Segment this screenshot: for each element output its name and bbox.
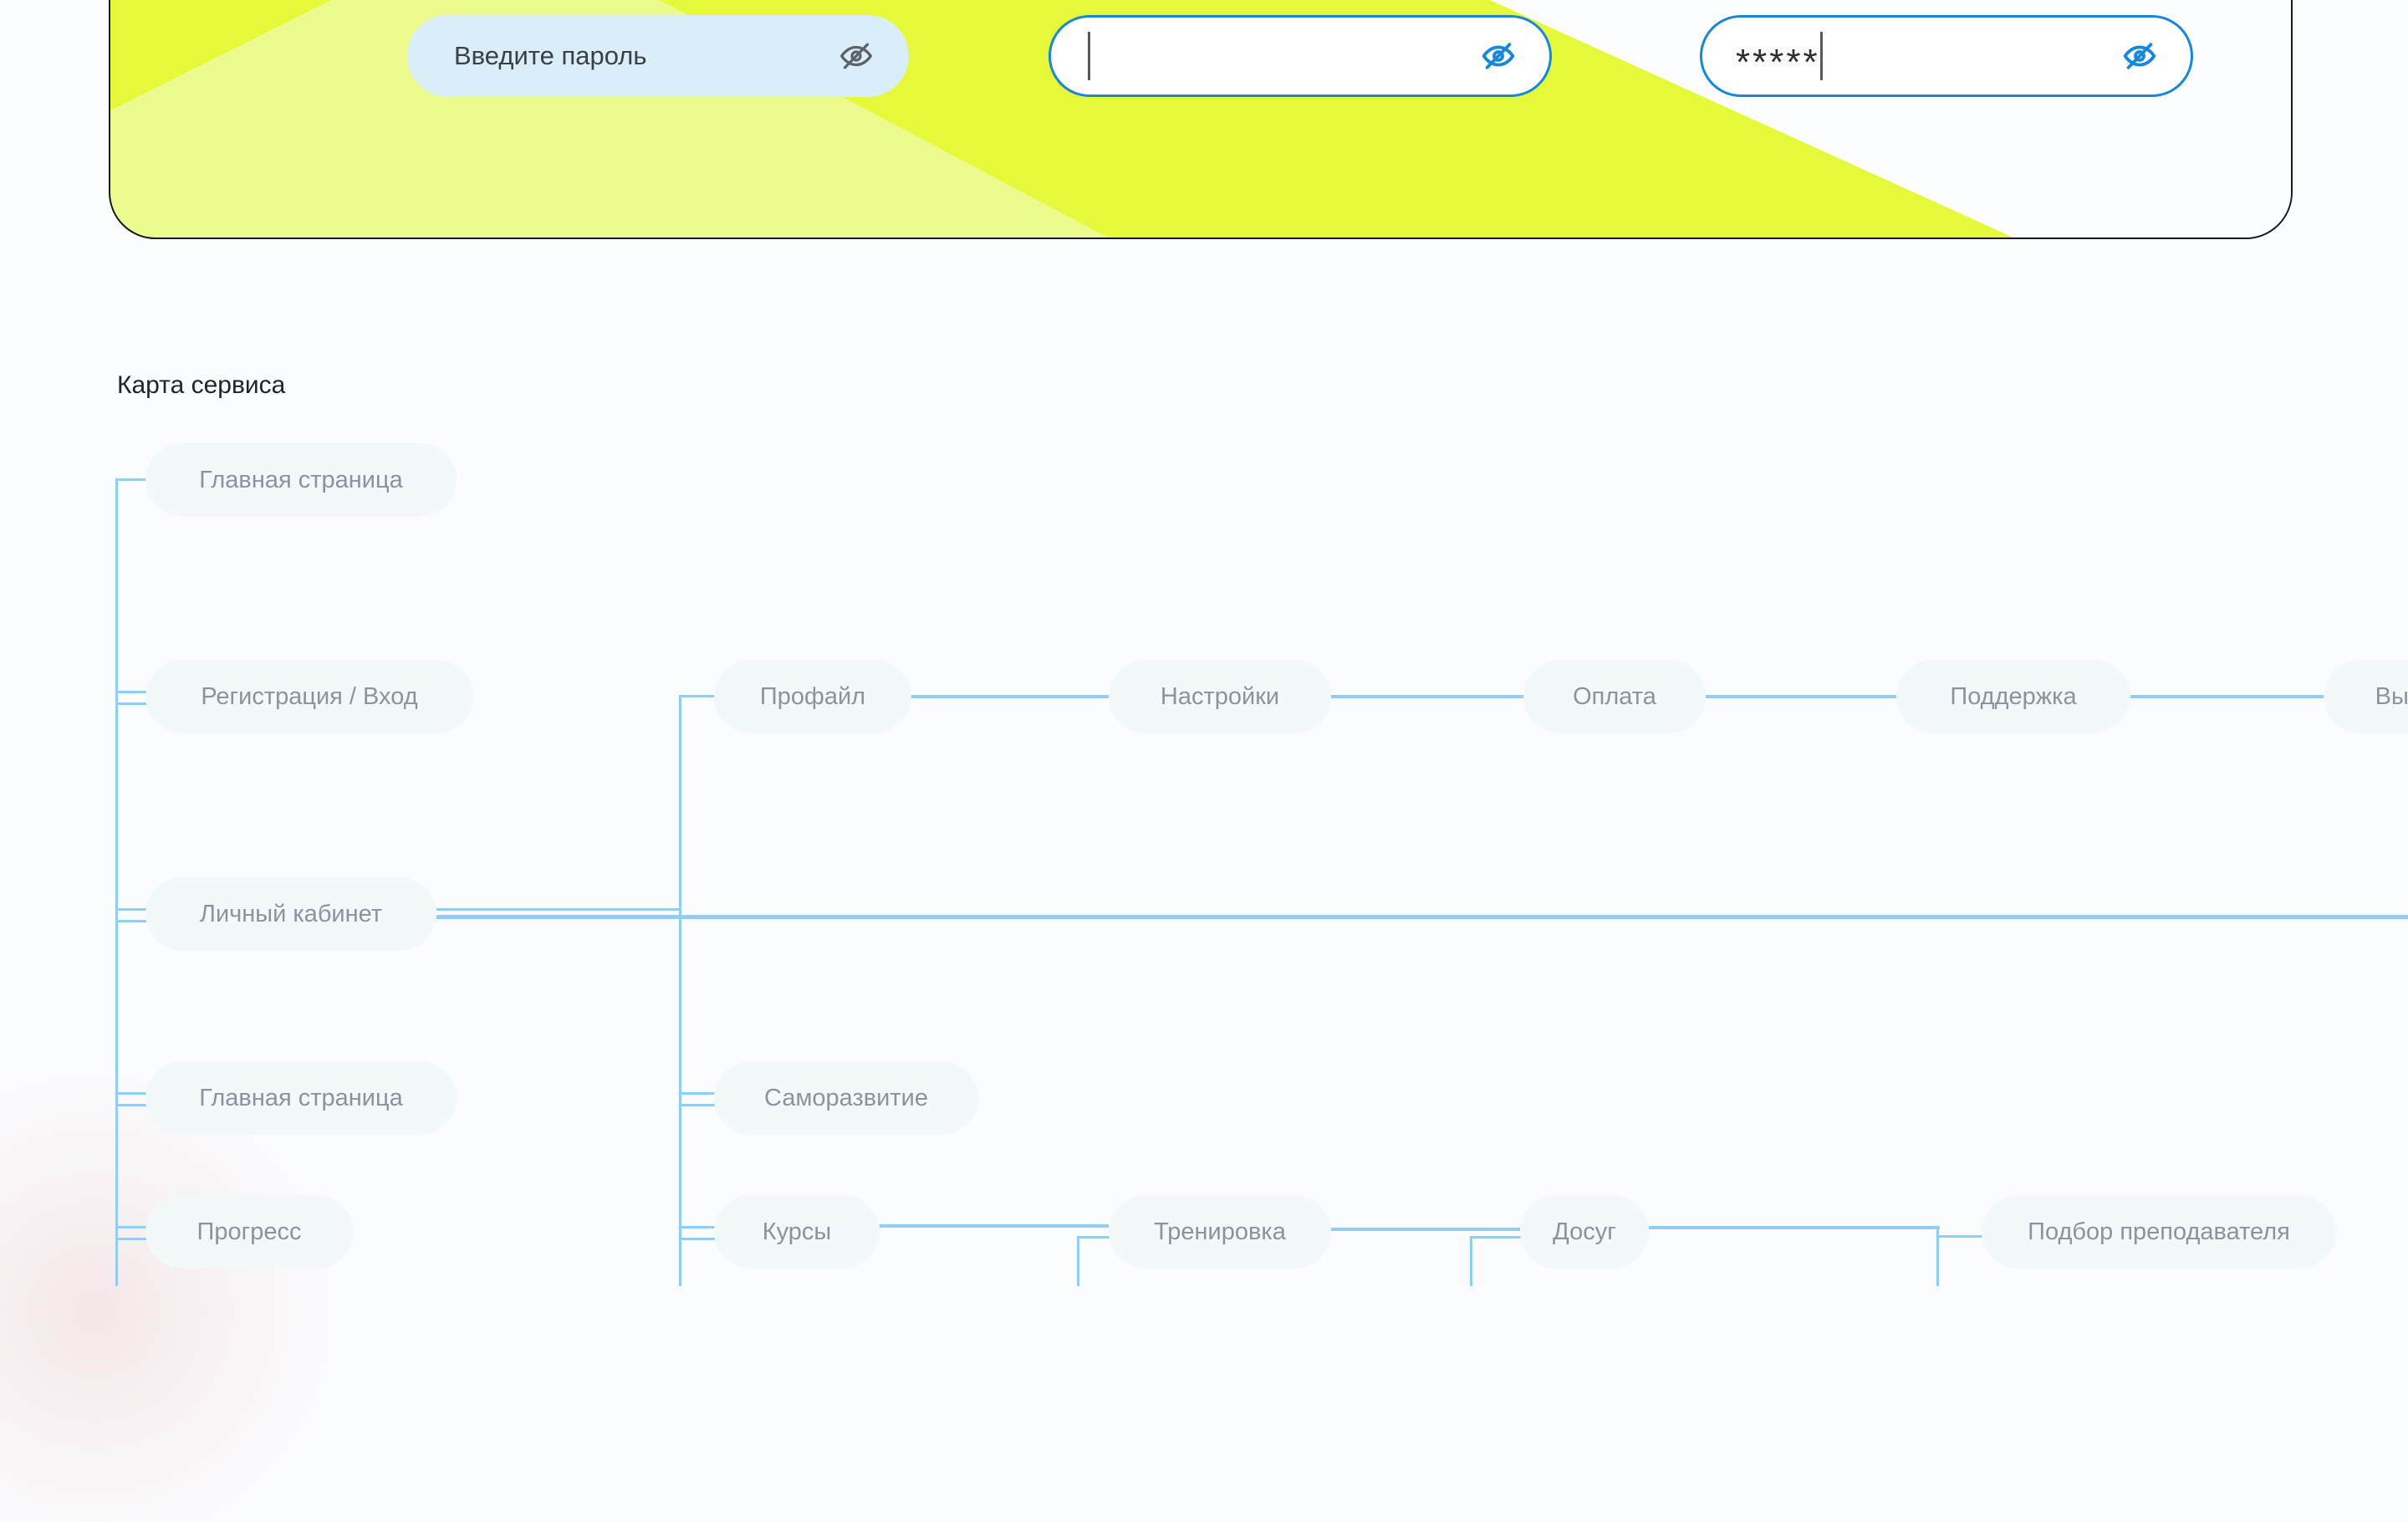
text-cursor: [1088, 32, 1090, 80]
connector-line-h: [115, 920, 149, 922]
password-masked-value: *****: [1736, 42, 1820, 83]
sitemap-node-label: Курсы: [762, 1218, 832, 1245]
connector-line-h: [115, 478, 147, 481]
password-placeholder-text: Введите пароль: [454, 41, 647, 70]
sitemap-node-label: Подбор преподавателя: [2028, 1218, 2290, 1245]
connector-line-h: [679, 1238, 716, 1240]
sitemap-node-label: Выход: [2375, 682, 2408, 710]
sitemap-node-label: Главная страница: [199, 1084, 403, 1111]
connector-line-h: [115, 691, 149, 693]
sitemap-node-tutor[interactable]: Подбор преподавателя: [1982, 1195, 2336, 1269]
connector-line-v: [1936, 1226, 1939, 1286]
sitemap-node-label: Оплата: [1573, 682, 1656, 710]
sitemap-node-profile[interactable]: Профайл: [714, 660, 911, 733]
connector-line-v: [1077, 1236, 1079, 1286]
sitemap-node-label: Профайл: [759, 682, 866, 710]
connector-line-h: [1470, 1236, 1522, 1239]
sitemap-title: Карта сервиса: [117, 371, 286, 399]
eye-off-icon[interactable]: [837, 37, 875, 75]
password-input-placeholder[interactable]: Введите пароль: [407, 15, 909, 97]
connector-line-h: [1649, 1226, 1940, 1229]
password-input-focused[interactable]: [1048, 15, 1552, 97]
sitemap-node-payment[interactable]: Оплата: [1523, 660, 1706, 733]
eye-off-icon[interactable]: [1479, 37, 1518, 75]
sitemap-node-settings[interactable]: Настройки: [1109, 660, 1331, 733]
sitemap-node-account[interactable]: Личный кабинет: [145, 877, 436, 951]
sitemap-node-training[interactable]: Тренировка: [1109, 1195, 1331, 1269]
connector-line-h: [115, 702, 149, 705]
connector-line-h: [436, 915, 2408, 919]
sitemap-node-label: Тренировка: [1154, 1218, 1286, 1245]
connector-line-h: [1331, 1228, 1520, 1231]
connector-line-v: [679, 697, 681, 1286]
connector-line-h: [115, 908, 149, 911]
connector-line-v: [115, 480, 118, 1286]
password-input-filled[interactable]: *****: [1700, 15, 2193, 97]
connector-line-h: [679, 695, 716, 697]
sitemap-node-label: Регистрация / Вход: [201, 682, 418, 710]
connector-line-h: [115, 1092, 149, 1095]
sitemap-node-home-top[interactable]: Главная страница: [145, 443, 457, 517]
sitemap-node-label: Настройки: [1160, 682, 1280, 710]
connector-line-h: [1936, 1235, 1983, 1238]
sitemap-node-support[interactable]: Поддержка: [1896, 660, 2130, 733]
sitemap-node-label: Личный кабинет: [199, 900, 383, 927]
connector-line-h: [911, 695, 1109, 698]
sitemap-node-leisure[interactable]: Досуг: [1520, 1195, 1649, 1269]
sitemap-node-label: Досуг: [1553, 1218, 1616, 1245]
text-cursor: [1819, 32, 1823, 80]
connector-line-h: [2130, 695, 2328, 698]
connector-line-h: [115, 1238, 149, 1240]
sitemap-node-courses[interactable]: Курсы: [714, 1195, 880, 1269]
connector-line-h: [1077, 1236, 1110, 1239]
connector-line-h: [679, 1226, 716, 1228]
sitemap-node-label: Прогресс: [196, 1218, 302, 1245]
sitemap-node-progress[interactable]: Прогресс: [145, 1195, 353, 1269]
connector-line-h: [1331, 695, 1523, 698]
sitemap-node-label: Главная страница: [199, 466, 403, 493]
sitemap-node-label: Саморазвитие: [764, 1084, 928, 1111]
sitemap-node-selfdev[interactable]: Саморазвитие: [714, 1061, 978, 1135]
connector-line-h: [115, 1226, 149, 1228]
sitemap-node-logout[interactable]: Выход: [2324, 660, 2408, 733]
connector-line-h: [436, 908, 681, 911]
sitemap-node-label: Поддержка: [1950, 682, 2077, 710]
eye-off-icon[interactable]: [2120, 37, 2159, 75]
connector-line-h: [679, 1092, 716, 1095]
connector-line-v: [1470, 1236, 1472, 1286]
connector-line-h: [679, 1104, 716, 1106]
connector-line-h: [880, 1224, 1109, 1228]
connector-line-h: [115, 1104, 149, 1106]
sitemap-node-home-main[interactable]: Главная страница: [145, 1061, 457, 1135]
sitemap-node-auth[interactable]: Регистрация / Вход: [145, 660, 473, 733]
connector-line-h: [1706, 695, 1896, 698]
